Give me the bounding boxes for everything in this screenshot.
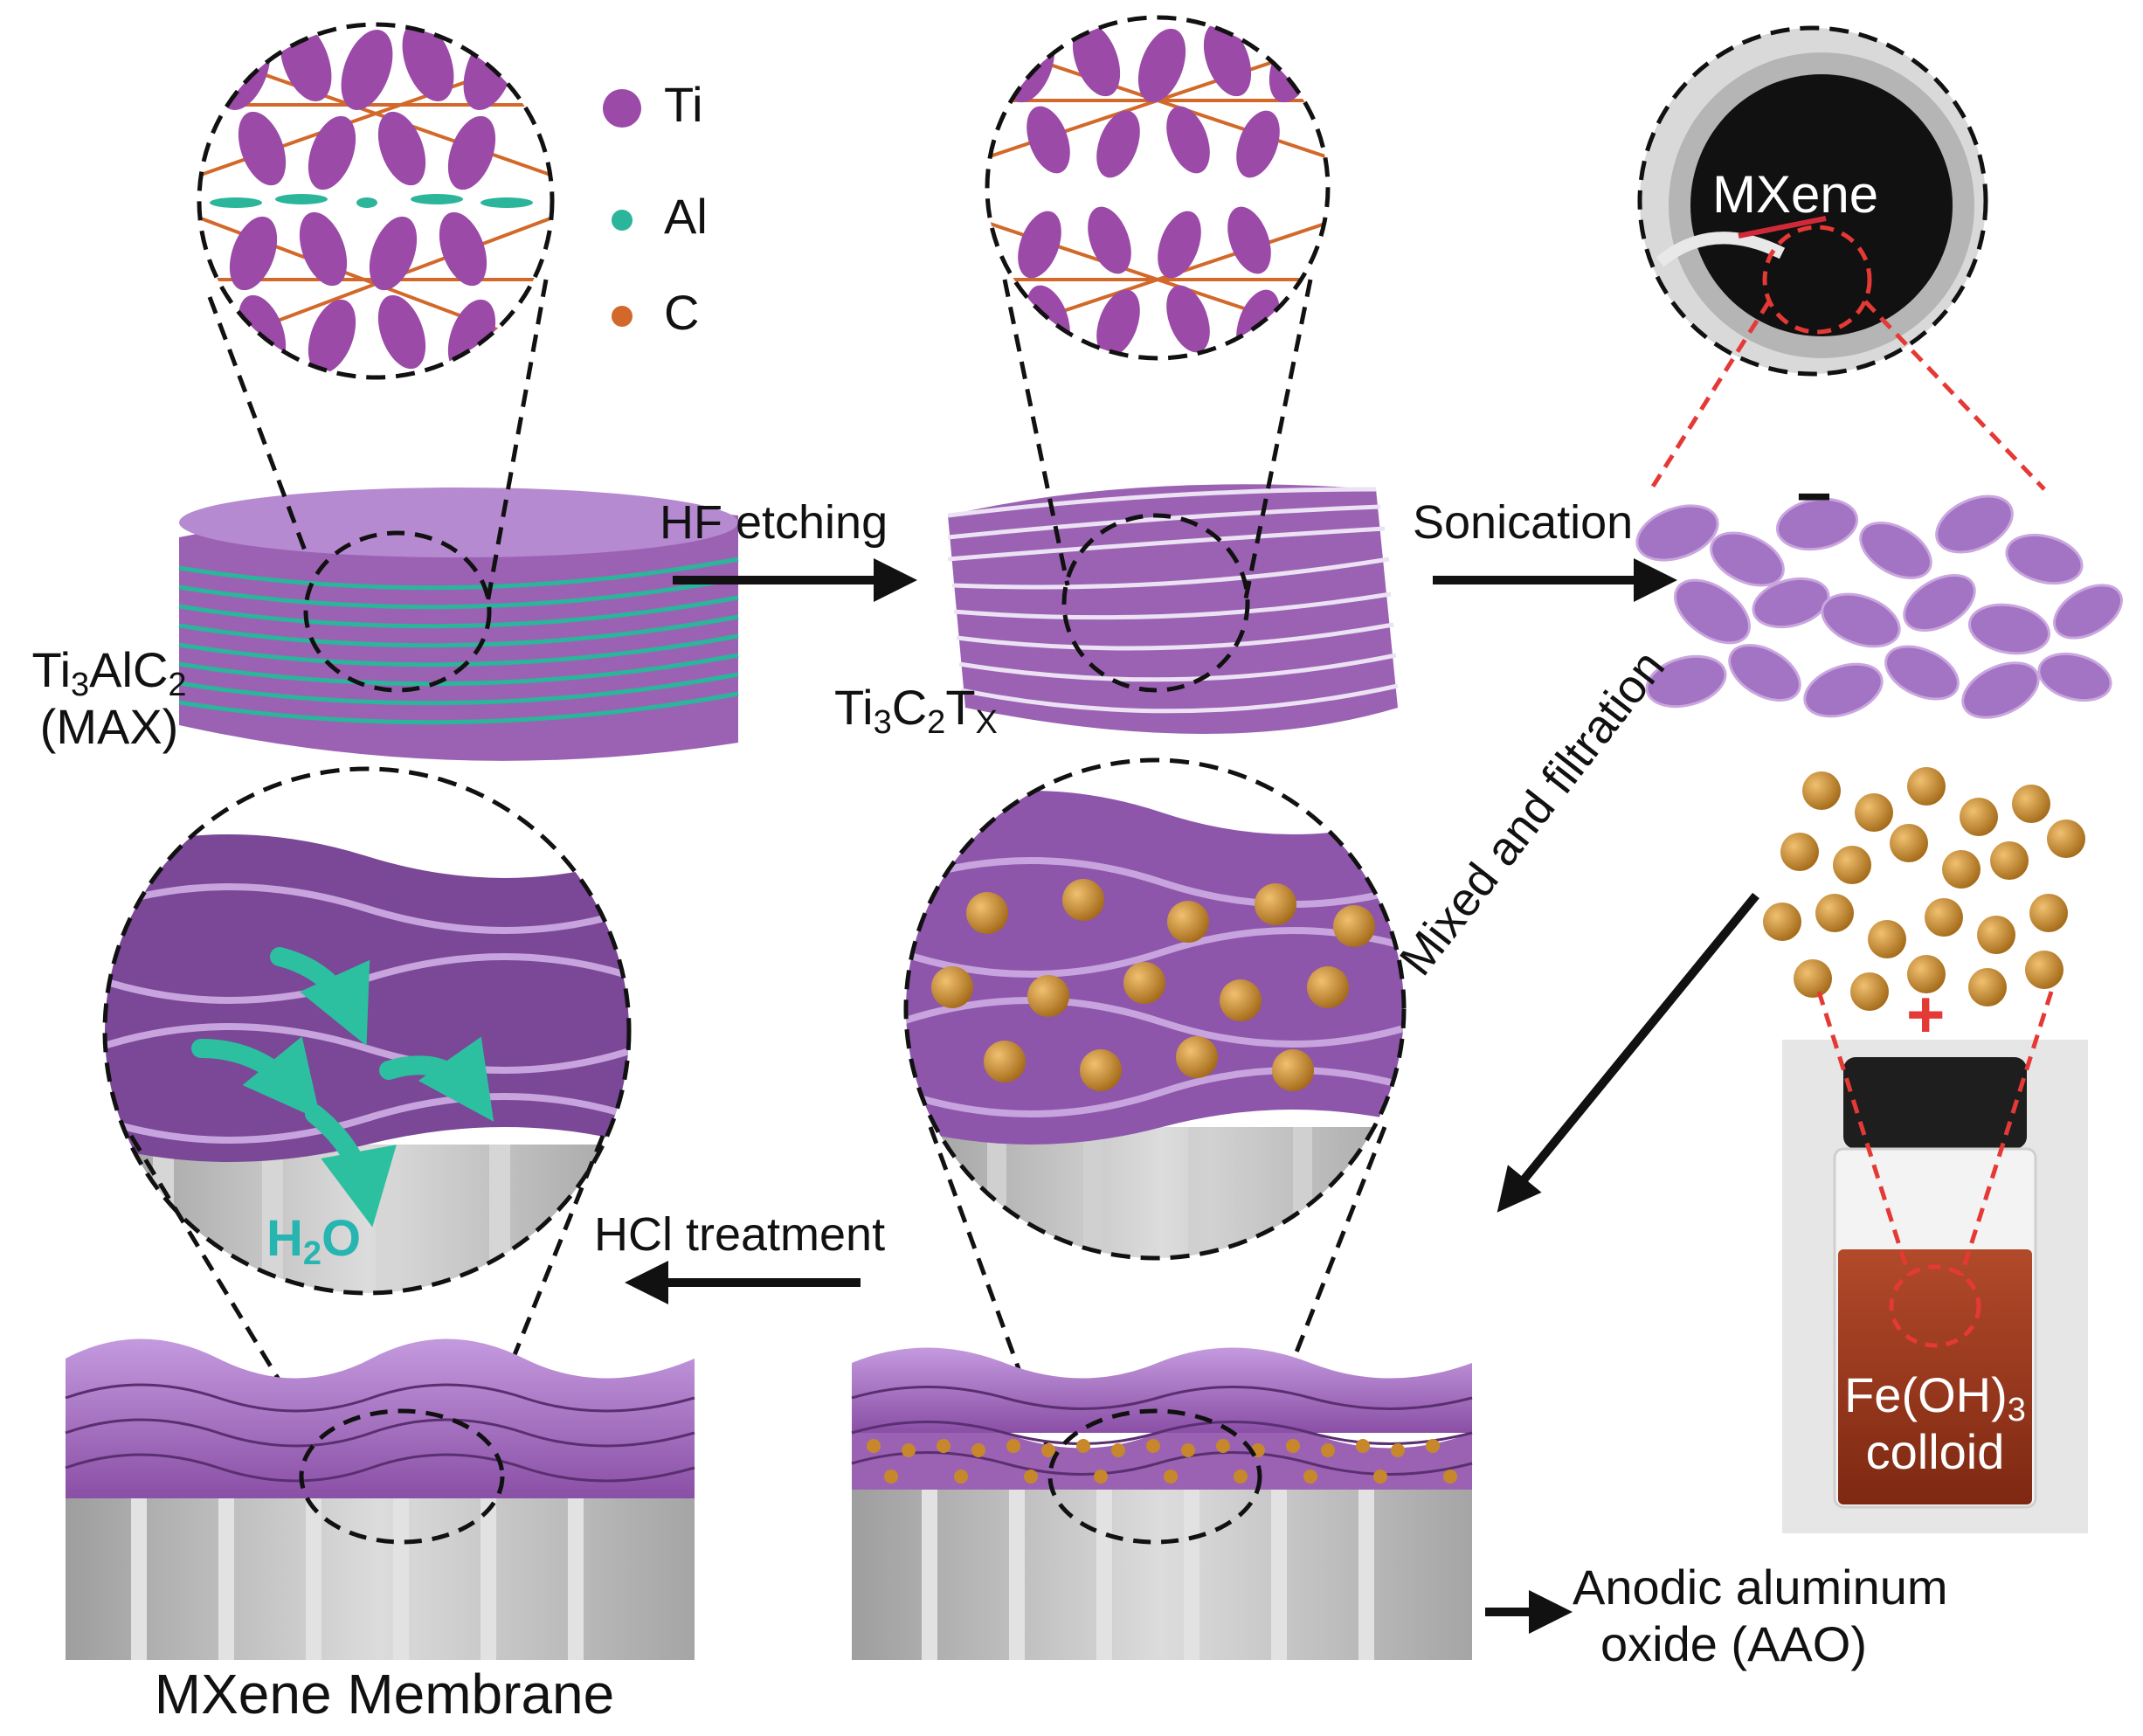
max-name-label: (MAX) (39, 699, 179, 754)
element-legend (603, 89, 641, 327)
legend-c-label: C (664, 285, 700, 340)
max-slab (178, 279, 739, 761)
max-crystal-zoom (197, 22, 555, 380)
colloid-formula-label: Fe(OH)3 (1844, 1367, 2026, 1428)
fe-oh3-particles (1763, 767, 2085, 1011)
hf-etching-label: HF etching (660, 496, 888, 549)
max-formula-label: Ti3AlC2 (31, 642, 187, 703)
legend-ti-label: Ti (664, 77, 703, 132)
legend-al-marker (612, 210, 633, 231)
water-label: H2O (266, 1210, 362, 1272)
intercalated-membrane-zoom (903, 757, 1407, 1451)
membrane-label: MXene Membrane (154, 1663, 615, 1726)
legend-ti-marker (603, 89, 641, 128)
legend-al-label: Al (664, 189, 708, 244)
positive-charge-sign: + (1906, 978, 1946, 1052)
mxene-membrane-block (65, 1338, 695, 1660)
legend-c-marker (612, 306, 633, 327)
ti3c2tx-stack (947, 279, 1399, 734)
ti3c2tx-crystal-zoom (985, 15, 1331, 361)
mxene-formula-label: Ti3C2TX (834, 680, 998, 741)
aao-label-line1: Anodic aluminum (1573, 1560, 1948, 1615)
mxene-flakes (1635, 495, 2123, 719)
aao-label-line2: oxide (AAO) (1600, 1616, 1867, 1671)
negative-charge-sign: − (1796, 462, 1832, 530)
intercalated-membrane-block (851, 1347, 1473, 1660)
colloid-name-label: colloid (1865, 1424, 2005, 1479)
mxene-dispersion-photo (1637, 25, 2046, 491)
mixed-filtration-arrow (1497, 892, 1759, 1213)
colloid-vial-photo (1782, 991, 2088, 1533)
mxene-membrane-zoom (102, 766, 632, 1452)
hcl-treatment-label: HCl treatment (594, 1208, 886, 1261)
mxene-photo-label: MXene (1712, 165, 1879, 224)
sonication-label: Sonication (1413, 496, 1634, 549)
